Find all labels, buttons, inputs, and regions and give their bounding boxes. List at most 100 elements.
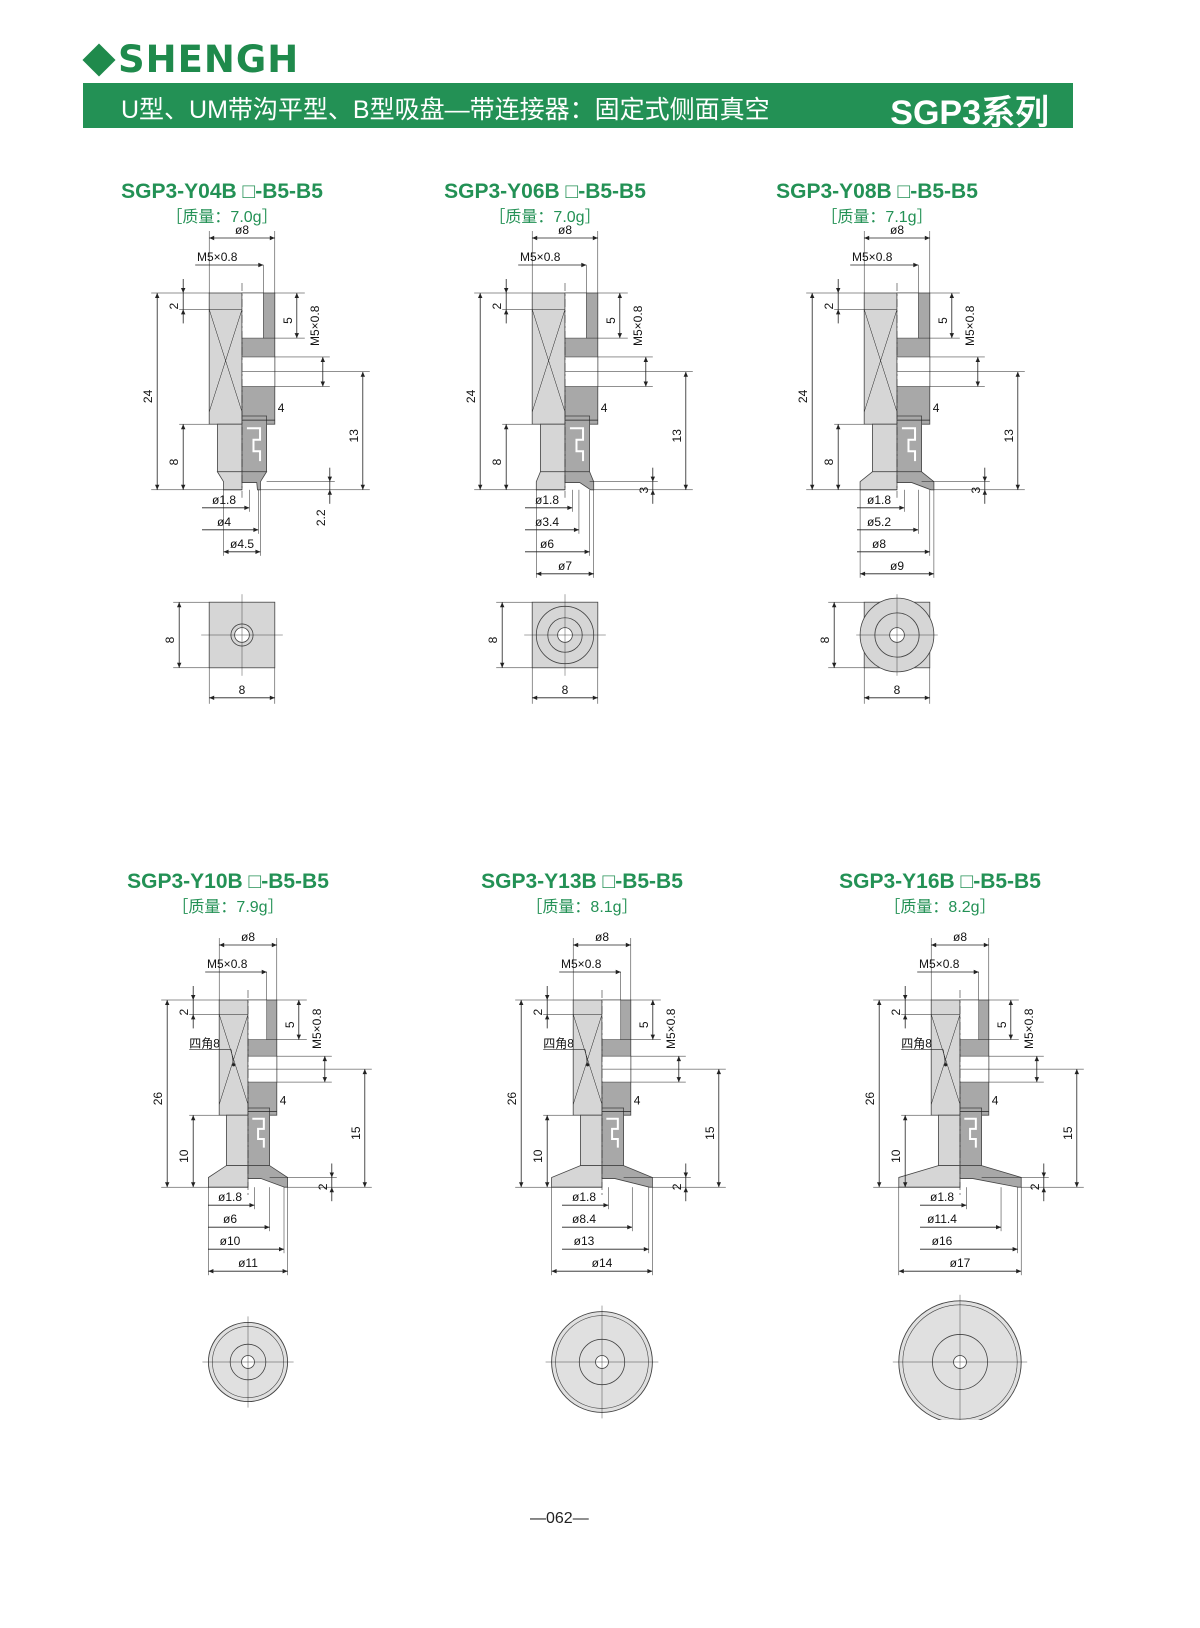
dimension-label: 2 <box>490 303 504 310</box>
arrowhead <box>581 262 587 268</box>
dimension-label: 10 <box>177 1149 191 1163</box>
part-model: SGP3-Y16B □-B5-B5 <box>839 870 1041 893</box>
suction-cup-section <box>564 471 595 491</box>
part-mass: ［质量：8.2g］ <box>884 899 996 916</box>
arrowhead <box>836 288 841 293</box>
dimension-label: 四角8 <box>543 1037 574 1051</box>
arrowhead <box>627 1225 633 1230</box>
dimension-label: ø5.2 <box>867 515 891 529</box>
leader-dot <box>586 1063 590 1067</box>
dimension-label: M5×0.8 <box>1022 1008 1036 1049</box>
arrowhead <box>1034 1056 1039 1062</box>
hex-edge-line <box>572 1014 603 1105</box>
arrowhead <box>545 995 550 1000</box>
arrowhead <box>676 1077 681 1083</box>
bottom-view <box>545 1305 659 1419</box>
arrowhead <box>650 1034 655 1040</box>
dimension-label: 2 <box>1028 1183 1042 1190</box>
arrowhead <box>836 484 841 490</box>
dimension-label: ø7 <box>558 559 572 573</box>
logo-diamond-icon <box>82 42 116 77</box>
arrowhead <box>519 1182 524 1188</box>
connector-neck-left <box>579 1114 603 1166</box>
arrowhead <box>928 571 934 576</box>
dimension-label: 10 <box>531 1149 545 1163</box>
dimension-label: 5 <box>604 317 618 324</box>
arrowhead <box>647 1269 653 1274</box>
arrowhead <box>716 1182 721 1188</box>
arrowhead <box>244 505 250 510</box>
dimension-label: ø1.8 <box>867 493 891 507</box>
hex-edge-line <box>531 309 566 412</box>
arrowhead <box>924 549 930 554</box>
arrowhead <box>360 371 365 377</box>
arrowhead <box>249 1203 255 1208</box>
arrowhead <box>961 1203 967 1208</box>
top-thread-hole <box>959 999 980 1040</box>
arrowhead <box>643 356 648 362</box>
arrowhead <box>532 235 538 241</box>
arrowhead <box>832 602 837 608</box>
dimension-label: 2.2 <box>314 509 328 526</box>
arrowhead <box>643 1247 649 1252</box>
suction-cup-left <box>898 1165 961 1188</box>
hex-body-left <box>531 292 566 425</box>
arrowhead <box>683 1187 688 1193</box>
arrowhead <box>1016 1269 1022 1274</box>
top-thread-hole <box>896 292 919 339</box>
arrowhead <box>810 484 815 490</box>
dimension-label: 13 <box>347 429 361 443</box>
dimension-label: 24 <box>141 389 155 403</box>
arrowhead <box>683 484 688 490</box>
arrowhead <box>903 1115 908 1121</box>
dimension-label: M5×0.8 <box>520 250 561 264</box>
arrowhead <box>931 942 937 948</box>
arrowhead <box>592 695 598 700</box>
internal-groove <box>901 427 917 462</box>
part-model: SGP3-Y13B □-B5-B5 <box>481 870 683 893</box>
dimension-label: ø8 <box>953 930 967 944</box>
arrowhead <box>545 1182 550 1188</box>
internal-groove <box>246 427 262 462</box>
arrowhead <box>545 1115 550 1121</box>
dimension-label: 13 <box>670 429 684 443</box>
suction-cup-left <box>216 471 243 491</box>
arrowhead <box>322 1077 327 1083</box>
arrowhead <box>362 1069 367 1075</box>
page-title: U型、UM带沟平型、B型吸盘—带连接器：固定式侧面真空 <box>121 96 770 124</box>
arrowhead <box>903 1182 908 1188</box>
dimension-label: 2 <box>670 1183 684 1190</box>
suction-cup-left <box>551 1165 603 1188</box>
dimension-label: 2 <box>177 1009 191 1016</box>
brand-logo: SHENGH <box>82 38 299 81</box>
top-thread-hole <box>247 999 268 1040</box>
arrowhead <box>209 695 215 700</box>
page-number: —062— <box>530 1510 589 1527</box>
dimension-label: ø16 <box>932 1234 953 1248</box>
dimension-label: 15 <box>703 1126 717 1140</box>
dimension-label: 3 <box>637 487 651 494</box>
bottom-view <box>892 1294 1028 1420</box>
arrowhead <box>913 262 919 268</box>
dimension-label: ø9 <box>890 559 904 573</box>
arrowhead <box>191 995 196 1000</box>
dimension-label: 4 <box>280 1093 287 1107</box>
arrowhead <box>836 424 841 430</box>
hex-body-left <box>930 999 961 1116</box>
arrowhead <box>924 695 930 700</box>
part-mass: ［质量：7.0g］ <box>489 209 601 226</box>
dimension-label: ø14 <box>592 1256 613 1270</box>
arrowhead <box>949 293 954 298</box>
arrowhead <box>898 1269 904 1274</box>
arrowhead <box>676 1056 681 1062</box>
arrowhead <box>271 942 277 948</box>
arrowhead <box>504 424 509 430</box>
